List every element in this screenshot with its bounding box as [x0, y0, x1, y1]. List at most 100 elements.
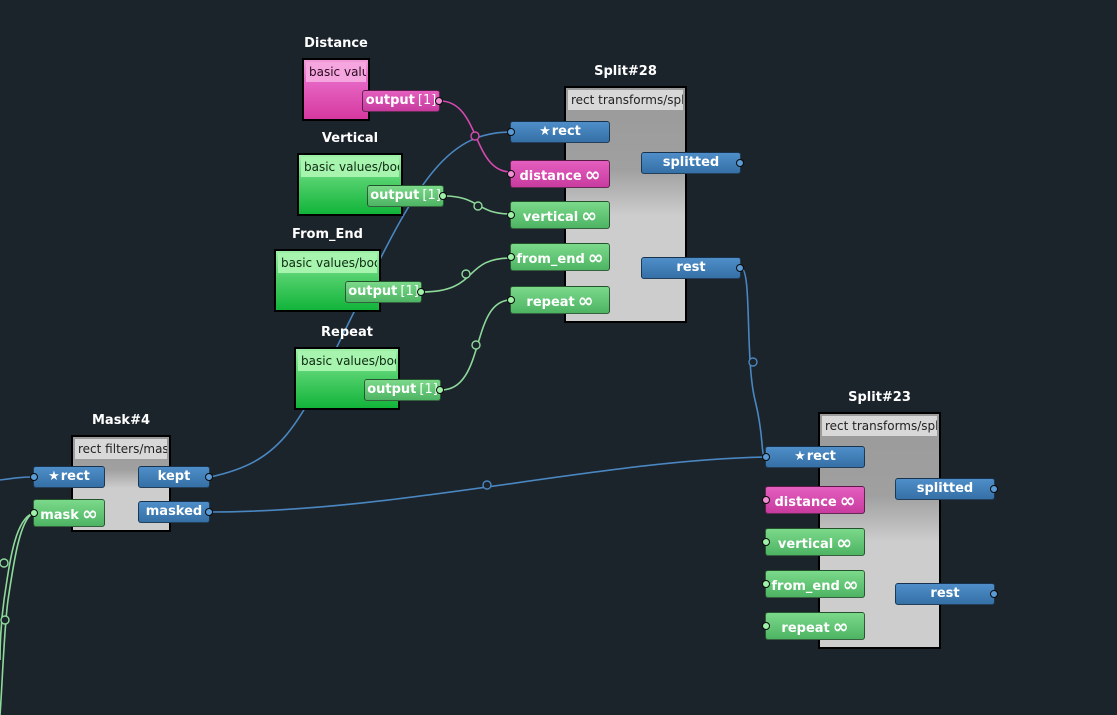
- infinity-icon: ∞: [839, 490, 856, 512]
- split28-from-end-input[interactable]: from_end∞: [507, 243, 610, 271]
- infinity-icon: ∞: [842, 574, 859, 596]
- connector-dot[interactable]: [30, 509, 38, 517]
- split28-rest-output[interactable]: rest: [641, 257, 744, 279]
- node-split28[interactable]: Split#28 rect transforms/split: [564, 64, 687, 323]
- connector-dot[interactable]: [736, 264, 744, 272]
- connector-dot[interactable]: [990, 485, 998, 493]
- connector-dot[interactable]: [417, 288, 425, 296]
- split28-vertical-input[interactable]: vertical∞: [507, 201, 610, 229]
- port-label: rest: [676, 260, 706, 275]
- node-title: Split#23: [848, 390, 911, 405]
- node-type-label: basic values/bool: [298, 351, 396, 371]
- from-end-output-port[interactable]: output[1]: [345, 281, 425, 303]
- split28-repeat-input[interactable]: repeat∞: [507, 286, 610, 314]
- connector-dot[interactable]: [507, 253, 515, 261]
- connector-dot[interactable]: [507, 211, 515, 219]
- port-label: repeat: [526, 295, 575, 310]
- port-label: mask: [40, 508, 79, 523]
- split23-vertical-input[interactable]: vertical∞: [762, 528, 865, 556]
- split23-splitted-output[interactable]: splitted: [895, 478, 998, 500]
- node-title: Split#28: [594, 64, 657, 79]
- node-distance[interactable]: Distance basic values/int: [302, 36, 370, 121]
- connector-dot[interactable]: [507, 170, 515, 178]
- wire-midpoint[interactable]: [748, 357, 758, 367]
- distance-output-port[interactable]: output[1]: [362, 90, 443, 112]
- connector-dot[interactable]: [30, 473, 38, 481]
- port-count: [1]: [400, 284, 419, 299]
- port-label: vertical: [522, 210, 579, 225]
- node-body[interactable]: basic values/int: [302, 58, 370, 121]
- wire-midpoint[interactable]: [470, 131, 480, 141]
- split28-rect-input[interactable]: ★rect: [507, 121, 610, 143]
- port-label: rect: [806, 449, 836, 464]
- infinity-icon: ∞: [581, 205, 598, 227]
- wire-split28-rest-to-split23-rect[interactable]: [740, 267, 767, 458]
- node-body[interactable]: rect transforms/split: [564, 86, 687, 323]
- connector-dot[interactable]: [439, 192, 447, 200]
- port-label: rest: [930, 586, 960, 601]
- connector-dot[interactable]: [762, 538, 770, 546]
- wire-distance-to-split28-distance[interactable]: [439, 100, 512, 173]
- connector-dot[interactable]: [435, 97, 443, 105]
- split23-repeat-input[interactable]: repeat∞: [762, 612, 865, 640]
- wire-vertical-to-split28-vertical[interactable]: [443, 195, 512, 215]
- port-label: distance: [774, 495, 837, 510]
- port-label: distance: [519, 169, 582, 184]
- connector-dot[interactable]: [205, 508, 213, 516]
- port-label: from_end: [516, 252, 585, 267]
- wire-from-end-to-split28-from-end[interactable]: [421, 257, 512, 293]
- split23-rest-output[interactable]: rest: [895, 583, 998, 605]
- split23-from-end-input[interactable]: from_end∞: [762, 570, 865, 598]
- connector-dot[interactable]: [436, 386, 444, 394]
- port-label: from_end: [771, 579, 840, 594]
- wire-repeat-to-split28-repeat[interactable]: [440, 299, 512, 391]
- vertical-output-port[interactable]: output[1]: [367, 185, 447, 207]
- connector-dot[interactable]: [507, 296, 515, 304]
- port-label: rect: [551, 124, 581, 139]
- connector-dot[interactable]: [762, 580, 770, 588]
- connector-dot[interactable]: [736, 159, 744, 167]
- connector-dot[interactable]: [205, 473, 213, 481]
- node-repeat[interactable]: Repeat basic values/bool: [294, 325, 400, 410]
- repeat-output-port[interactable]: output[1]: [364, 379, 444, 401]
- mask4-kept-output[interactable]: kept: [138, 466, 213, 488]
- node-type-label: basic values/int: [306, 62, 366, 82]
- wire-midpoint[interactable]: [482, 480, 492, 490]
- connector-dot[interactable]: [507, 128, 515, 136]
- infinity-icon: ∞: [584, 164, 601, 186]
- connector-dot[interactable]: [990, 590, 998, 598]
- wire-midpoint[interactable]: [461, 269, 471, 279]
- wire-midpoint[interactable]: [471, 340, 481, 350]
- port-count: [1]: [419, 382, 438, 397]
- port-label: output: [365, 93, 415, 108]
- wire-midpoint[interactable]: [473, 201, 483, 211]
- connector-dot[interactable]: [762, 496, 770, 504]
- mask4-rect-input[interactable]: ★rect: [30, 466, 105, 488]
- wire-incoming-to-mask-mask[interactable]: [0, 512, 34, 661]
- infinity-icon: ∞: [81, 503, 98, 525]
- node-title: From_End: [292, 227, 363, 242]
- wire-midpoint[interactable]: [0, 558, 9, 568]
- connector-dot[interactable]: [762, 622, 770, 630]
- star-icon: ★: [48, 469, 60, 484]
- split28-splitted-output[interactable]: splitted: [641, 152, 744, 174]
- port-count: [1]: [417, 93, 437, 108]
- node-type-label: basic values/bool: [301, 157, 399, 177]
- split28-distance-input[interactable]: distance∞: [507, 160, 610, 188]
- port-label: splitted: [916, 481, 974, 496]
- star-icon: ★: [794, 449, 806, 464]
- node-type-label: rect filters/mask: [75, 439, 167, 459]
- wire-midpoint[interactable]: [0, 615, 10, 625]
- mask4-masked-output[interactable]: masked: [138, 501, 213, 523]
- split23-rect-input[interactable]: ★rect: [762, 446, 865, 468]
- node-body[interactable]: basic values/bool: [294, 347, 400, 410]
- wire-incoming-to-mask-mask-2[interactable]: [0, 512, 34, 715]
- split23-distance-input[interactable]: distance∞: [762, 486, 865, 514]
- wire-mask-masked-to-split23-rect[interactable]: [209, 456, 767, 513]
- port-label: repeat: [781, 621, 830, 636]
- wire-incoming-to-mask-rect[interactable]: [0, 476, 34, 481]
- node-title: Mask#4: [91, 413, 151, 428]
- connector-dot[interactable]: [762, 453, 770, 461]
- mask4-mask-input[interactable]: mask∞: [30, 499, 105, 527]
